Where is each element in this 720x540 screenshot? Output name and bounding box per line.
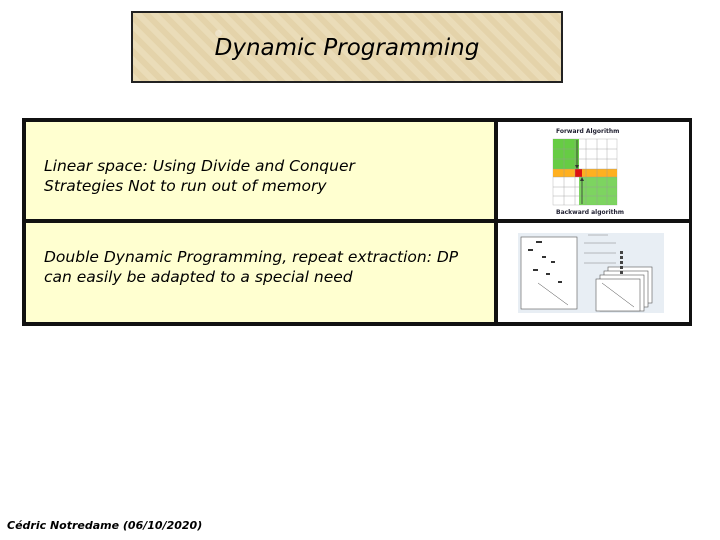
forward-backward-figure: Forward Algorithm	[552, 128, 624, 216]
double-dp-figure	[518, 233, 664, 313]
split-cell	[575, 169, 582, 177]
connector-boxes	[620, 251, 623, 274]
slide-title: Dynamic Programming	[214, 35, 480, 61]
row-2-figure-cell	[498, 223, 689, 322]
footer-credit: Cédric Notredame (06/10/2020)	[7, 519, 203, 532]
lower-level-stack	[595, 266, 653, 312]
row-1-text: Linear space: Using Divide and Conquer S…	[44, 157, 355, 195]
row-2-text: Double Dynamic Programming, repeat extra…	[44, 248, 459, 286]
backward-region	[579, 177, 617, 205]
middle-row	[553, 169, 617, 177]
row-1-figure-cell: Forward Algorithm	[498, 122, 689, 219]
dp-grid	[552, 138, 618, 206]
forward-algorithm-label: Forward Algorithm	[556, 128, 619, 135]
forward-region	[553, 139, 579, 169]
row-2-text-cell: Double Dynamic Programming, repeat extra…	[26, 223, 494, 322]
content-table: Linear space: Using Divide and Conquer S…	[22, 118, 692, 326]
title-box: Dynamic Programming	[131, 11, 563, 83]
row-1-text-cell: Linear space: Using Divide and Conquer S…	[26, 122, 494, 219]
backward-algorithm-label: Backward algorithm	[556, 209, 624, 216]
